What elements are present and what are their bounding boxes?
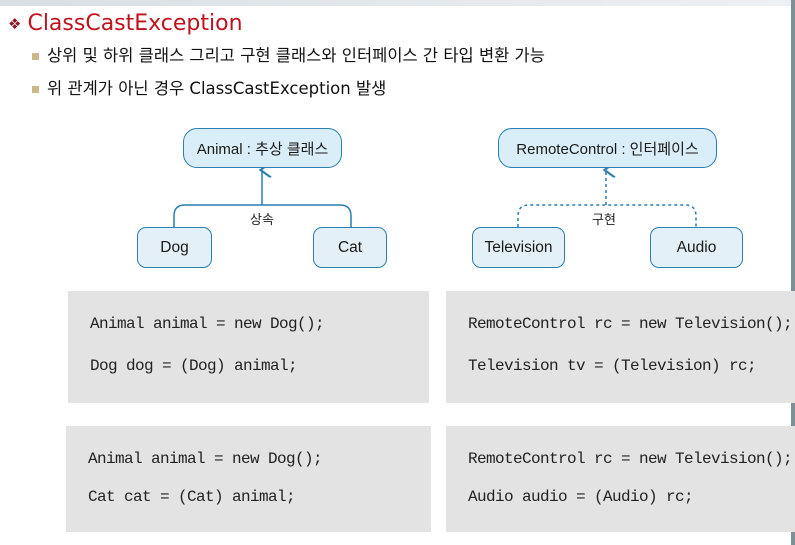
code-line: RemoteControl rc = new Television(); (468, 450, 793, 468)
code-line: Cat cat = (Cat) animal; (88, 488, 296, 506)
code-line: Dog dog = (Dog) animal; (90, 357, 298, 375)
audio-class-node: Audio (650, 227, 743, 268)
implementation-label: 구현 (589, 209, 619, 228)
television-class-node: Television (472, 227, 565, 268)
code-line: Animal animal = new Dog(); (88, 450, 323, 468)
implementation-connector (517, 204, 697, 227)
code-line: RemoteControl rc = new Television(); (468, 315, 793, 333)
dog-class-node: Dog (137, 227, 212, 268)
bullet-text: 상위 및 하위 클래스 그리고 구현 클래스와 인터페이스 간 타입 변환 가능 (47, 46, 545, 65)
code-block-cat-cast: Animal animal = new Dog(); Cat cat = (Ca… (66, 426, 431, 532)
code-block-audio-cast: RemoteControl rc = new Television(); Aud… (446, 426, 795, 532)
bullet-item: 상위 및 하위 클래스 그리고 구현 클래스와 인터페이스 간 타입 변환 가능 (32, 45, 545, 67)
code-block-dog-cast: Animal animal = new Dog(); Dog dog = (Do… (68, 291, 429, 403)
animal-class-node: Animal : 추상 클래스 (183, 128, 342, 168)
code-line: Television tv = (Television) rc; (468, 357, 757, 375)
slide-top-border (0, 0, 795, 6)
bullet-item: 위 관계가 아닌 경우 ClassCastException 발생 (32, 78, 386, 100)
square-bullet-icon (32, 85, 39, 93)
inheritance-label: 상속 (247, 209, 277, 228)
code-line: Animal animal = new Dog(); (90, 315, 325, 333)
slide-title-text: ClassCastException (27, 11, 243, 36)
code-line: Audio audio = (Audio) rc; (468, 488, 694, 506)
cat-class-node: Cat (313, 227, 387, 268)
bullet-text: 위 관계가 아닌 경우 ClassCastException 발생 (47, 79, 387, 98)
slide-title: ❖ ClassCastException (8, 10, 243, 38)
square-bullet-icon (32, 52, 39, 60)
code-block-television-cast: RemoteControl rc = new Television(); Tel… (446, 291, 795, 403)
diamond-bullet-icon: ❖ (8, 15, 22, 33)
slide-right-border (791, 0, 795, 545)
remote-control-interface-node: RemoteControl : 인터페이스 (498, 128, 717, 168)
